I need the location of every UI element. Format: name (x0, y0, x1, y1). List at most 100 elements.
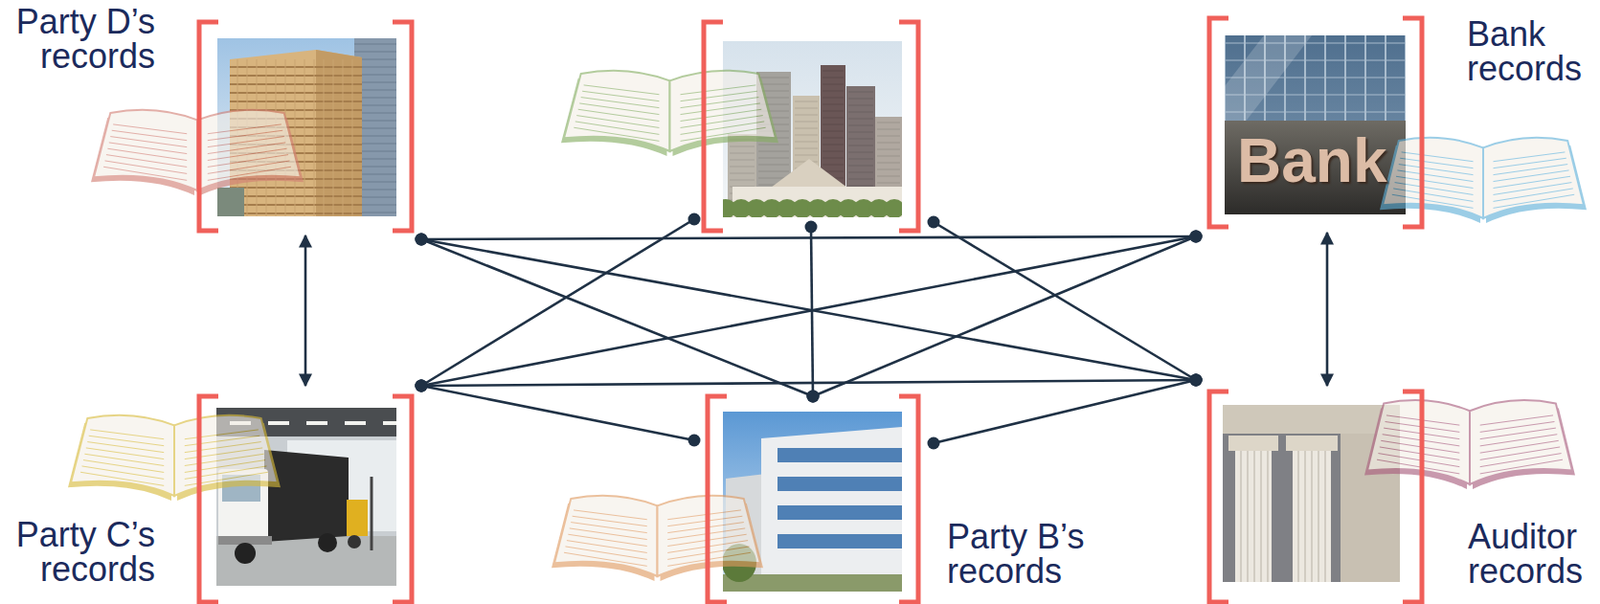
fluting (1324, 450, 1327, 583)
building-floor (822, 144, 844, 146)
fluting (1239, 450, 1242, 583)
glass-facade (1224, 35, 1406, 215)
building-floor (822, 70, 844, 72)
building-floor (822, 117, 844, 119)
connector-dot (1190, 374, 1203, 387)
window-column (314, 59, 316, 217)
bracket (899, 22, 919, 231)
building-floor (729, 166, 755, 168)
building-floor (877, 129, 901, 131)
connector-dot (807, 390, 820, 404)
window-row (229, 195, 362, 198)
book-page (93, 110, 198, 191)
page-rule (1480, 428, 1556, 440)
facade-transom (1224, 43, 1406, 45)
page-rule (1493, 176, 1572, 188)
page-rule (1480, 459, 1563, 474)
connector (421, 219, 695, 386)
glass-band (777, 448, 902, 463)
ledger-book (561, 70, 779, 157)
building-floor (848, 152, 874, 154)
page-rule (680, 121, 766, 135)
page-rule (576, 115, 659, 129)
page-rule (1493, 194, 1576, 208)
fluting (1246, 450, 1249, 583)
sign-slab (1224, 120, 1406, 215)
page-rule (1377, 453, 1460, 468)
page-rule (581, 97, 660, 109)
record-keeper: Auditor records (1209, 391, 1422, 603)
page-rule (1480, 447, 1560, 460)
page-rule (1395, 182, 1474, 196)
page-rule (680, 109, 763, 121)
page-rule (207, 160, 291, 174)
ceiling-light (268, 421, 290, 426)
building-floor (848, 112, 874, 113)
record-keeper: Party C’s records (199, 396, 412, 603)
connector-dot (1190, 374, 1203, 387)
book-page (554, 495, 658, 577)
page-rule (575, 121, 660, 135)
building-floor (794, 101, 818, 103)
connector-dot (415, 380, 429, 393)
forklift-mast (370, 476, 374, 551)
bracket (392, 22, 412, 231)
page-rule (184, 460, 266, 474)
node-heading: Party D’s records (1, 4, 156, 74)
page-rule (1480, 453, 1562, 468)
ceiling-light (383, 421, 397, 426)
book-page (174, 415, 278, 496)
window-row (229, 100, 362, 103)
connector (421, 236, 1196, 240)
ceiling-light (344, 421, 366, 426)
page-rule (207, 166, 292, 181)
building-floor (822, 157, 844, 159)
page-rule (570, 522, 648, 534)
bracket (1402, 18, 1422, 227)
floor (216, 536, 397, 586)
tree (883, 199, 902, 218)
book-page (1382, 137, 1484, 219)
bracket (199, 396, 219, 603)
page-rule (207, 155, 289, 168)
building-floor (848, 91, 874, 93)
page-rule (563, 552, 648, 566)
building-floor (822, 90, 844, 92)
building-floor (877, 156, 901, 158)
connector-dot (415, 380, 429, 393)
window-column (294, 59, 296, 217)
page-rule (582, 90, 659, 101)
page-rule (1493, 157, 1567, 168)
connector-dot (1190, 374, 1203, 387)
building-floor (758, 77, 789, 79)
page-rule (87, 442, 164, 453)
node-heading: Bank records (1466, 17, 1592, 87)
page-rule (184, 435, 260, 446)
page-rule (107, 148, 187, 160)
book-page (70, 415, 175, 496)
building-floor (729, 173, 755, 175)
page-rule (80, 472, 164, 486)
building-floor (822, 137, 844, 139)
building-floor (877, 135, 901, 137)
page-rule (207, 142, 286, 155)
building-floor (794, 141, 818, 143)
entablature (1222, 405, 1400, 434)
page-rule (680, 90, 758, 101)
page-rule (1392, 194, 1474, 208)
page-rule (680, 97, 760, 109)
connector (812, 236, 1196, 397)
tower-floor (354, 44, 397, 46)
window-column (342, 59, 344, 217)
node-heading: Auditor records (1467, 519, 1593, 589)
fluting (1260, 450, 1262, 583)
window-column (333, 59, 335, 217)
page-rule (564, 546, 647, 560)
bracket (899, 396, 919, 603)
connector (933, 380, 1196, 444)
page-rule (82, 466, 165, 479)
fluting (1266, 450, 1269, 583)
tower-floor (354, 51, 397, 53)
